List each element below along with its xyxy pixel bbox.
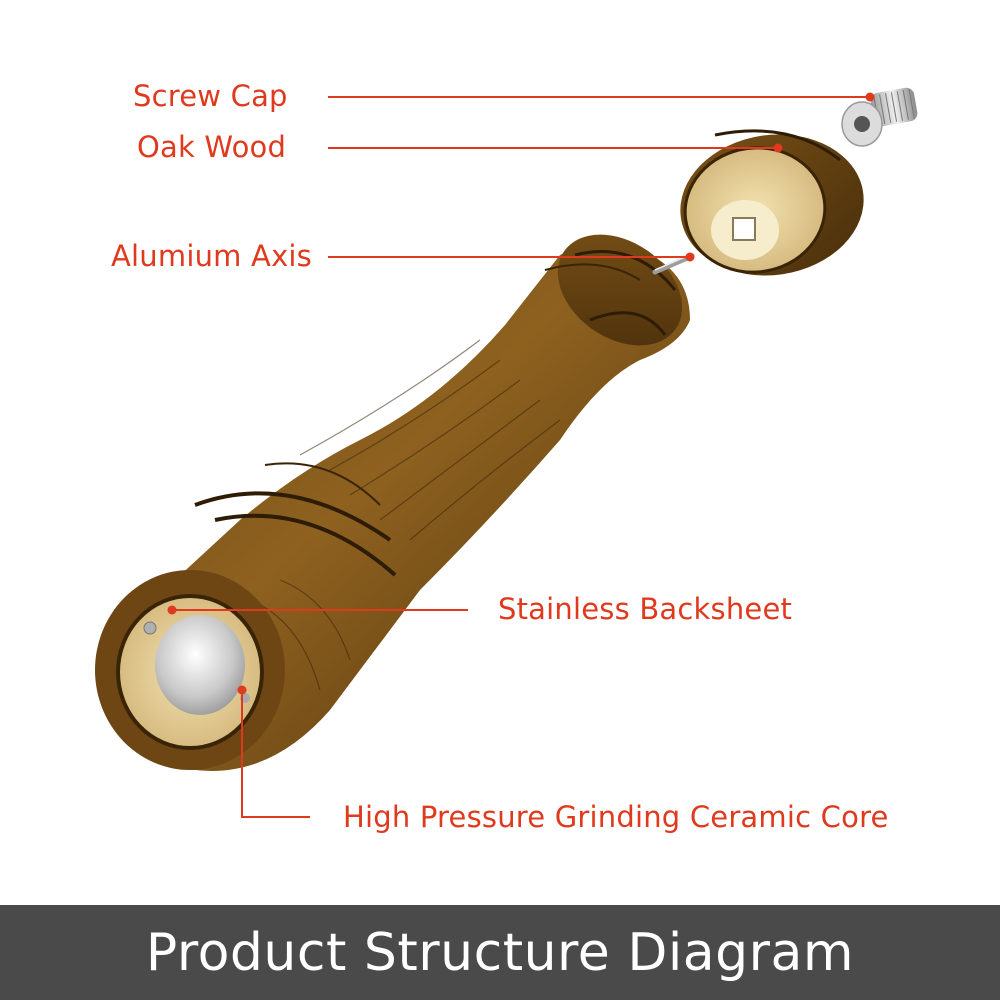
callout-axis: Alumium Axis — [111, 239, 312, 273]
diagram-title: Product Structure Diagram — [145, 922, 855, 983]
grinder-body — [95, 234, 690, 771]
screw-cap — [841, 87, 918, 147]
callout-oak-wood: Oak Wood — [137, 130, 287, 164]
diagram-stage: Screw Cap Oak Wood Alumium Axis Stainles… — [95, 79, 918, 834]
bottom-end-face — [95, 570, 285, 770]
callout-leaders — [167, 92, 875, 818]
leader-screw-cap — [328, 92, 875, 102]
footer-banner: Product Structure Diagram — [0, 905, 1000, 1000]
oak-wood-knob — [680, 129, 864, 276]
callout-screw-cap: Screw Cap — [133, 79, 288, 113]
bottom-grooves — [194, 462, 397, 577]
leader-backsheet — [167, 605, 468, 615]
callout-backsheet: Stainless Backsheet — [498, 592, 793, 626]
leader-oak-wood — [328, 143, 783, 153]
callout-ceramic-core: High Pressure Grinding Ceramic Core — [343, 800, 889, 834]
grinder-illustration — [95, 87, 918, 818]
leader-core — [237, 685, 310, 818]
leader-axis — [328, 252, 695, 262]
